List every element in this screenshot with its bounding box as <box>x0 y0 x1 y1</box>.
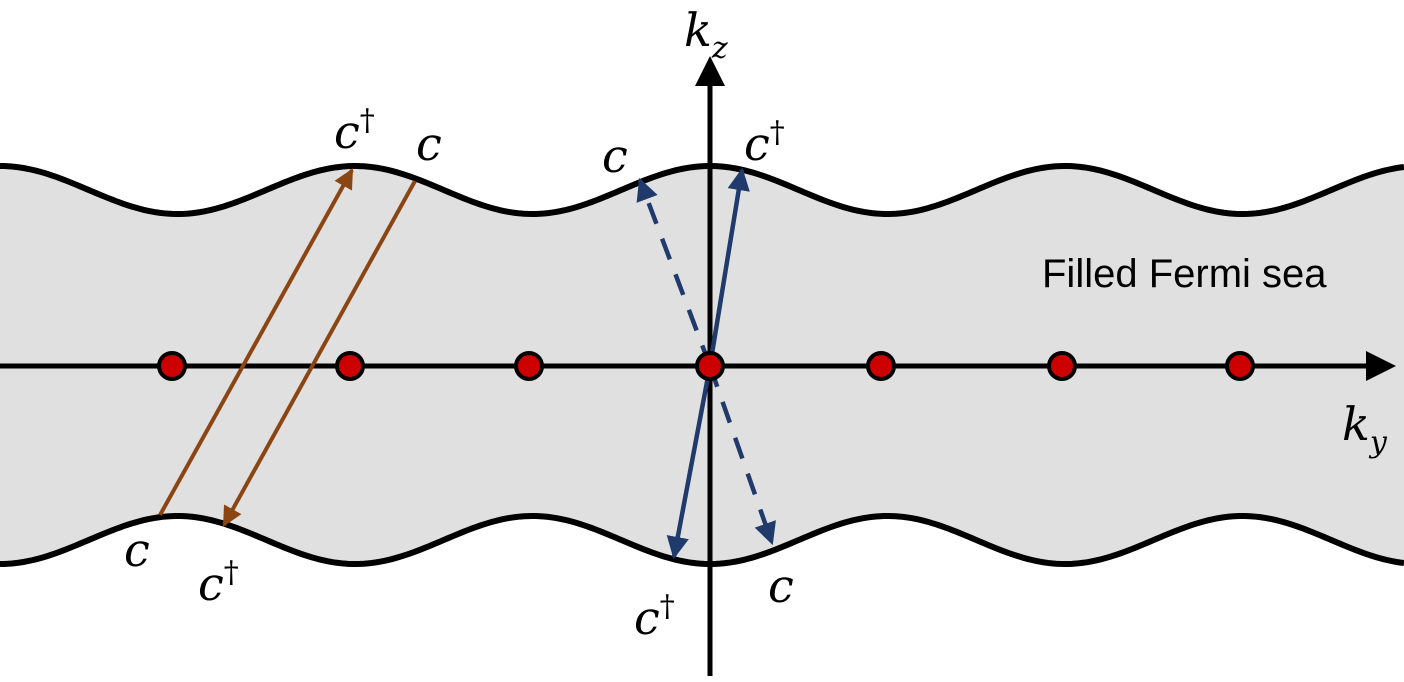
blue-top-annihilation-label: c <box>602 129 628 183</box>
lattice-point <box>866 351 896 381</box>
ky-axis-label: ky <box>1342 397 1388 460</box>
kz-axis-label: kz <box>684 3 728 66</box>
lattice-point <box>157 351 187 381</box>
blue-bottom-annihilation-label: c <box>768 559 794 613</box>
blue-bottom-creation-label: c† <box>634 589 675 645</box>
orange-arrow-down <box>222 180 417 527</box>
blue-solid-arrow-up <box>707 167 750 367</box>
upper-fermi-surface <box>0 162 1404 218</box>
orange-bottom-annihilation-label: c <box>124 523 150 577</box>
blue-top-creation-label: c† <box>744 115 785 171</box>
blue-dashed-arrow-up <box>636 177 713 367</box>
orange-bottom-creation-label: c† <box>198 555 239 611</box>
fermi-sea-label: Filled Fermi sea <box>1042 252 1327 296</box>
lattice-point <box>1047 351 1077 381</box>
lower-fermi-surface <box>0 512 1404 568</box>
orange-top-annihilation-label: c <box>416 117 442 171</box>
blue-dashed-arrow-down <box>707 365 776 546</box>
lattice-points <box>157 351 1255 381</box>
lattice-point <box>514 351 544 381</box>
lattice-point <box>335 351 365 381</box>
orange-top-creation-label: c† <box>334 103 375 159</box>
blue-solid-arrow-down <box>666 365 713 560</box>
lattice-point <box>695 351 725 381</box>
lattice-point <box>1225 351 1255 381</box>
orange-arrow-up <box>158 168 354 516</box>
